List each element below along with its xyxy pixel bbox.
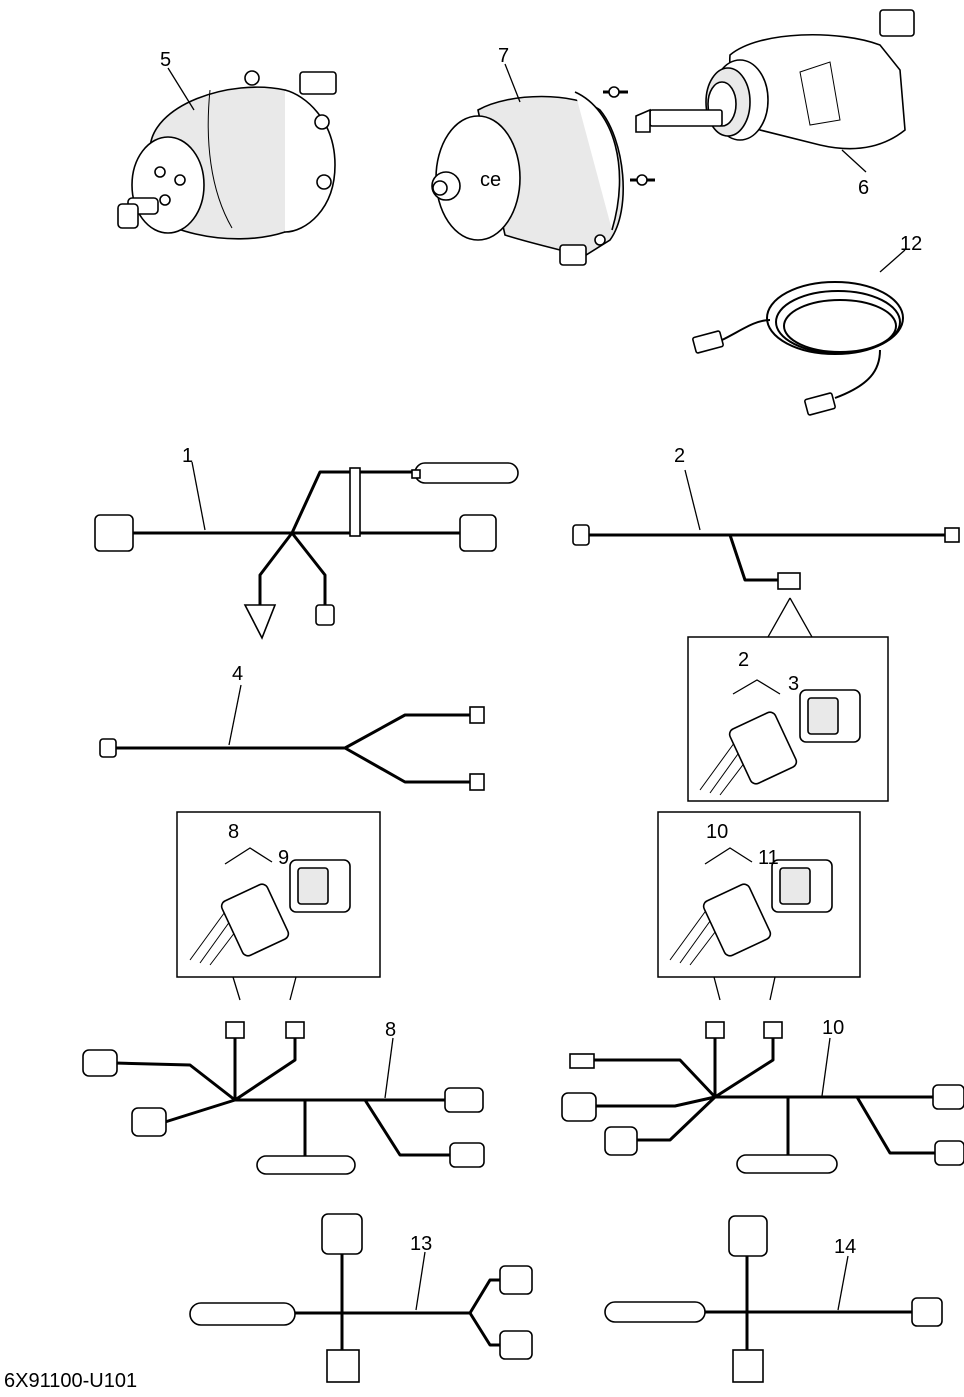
part-10-harness: 10 xyxy=(561,1017,964,1174)
svg-text:ce: ce xyxy=(480,169,501,191)
detail-b-connector-8-9: 8 9 xyxy=(176,811,381,1001)
detail-c-label-11: 11 xyxy=(758,847,779,869)
part-5-helm-pump: 5 xyxy=(117,49,337,240)
part-14-harness: 14 xyxy=(604,1215,943,1383)
label-13: 13 xyxy=(410,1233,432,1255)
detail-a-label-2: 2 xyxy=(738,649,749,671)
label-4: 4 xyxy=(232,663,243,685)
part-12-cable: 12 xyxy=(692,233,922,416)
part-6-steering-sensor: 6 xyxy=(635,9,915,199)
label-6: 6 xyxy=(858,177,869,199)
label-12: 12 xyxy=(900,233,922,255)
diagram-code: 6X91100-U101 xyxy=(4,1370,138,1392)
label-5: 5 xyxy=(160,49,171,71)
detail-a-label-3: 3 xyxy=(788,673,799,695)
label-2: 2 xyxy=(674,445,685,467)
detail-b-label-9: 9 xyxy=(278,847,289,869)
detail-b-label-8: 8 xyxy=(228,821,239,843)
label-10: 10 xyxy=(822,1017,844,1039)
part-13-harness: 13 xyxy=(189,1213,533,1383)
label-1: 1 xyxy=(182,445,193,467)
detail-a-connector-2-3: 2 3 xyxy=(687,597,889,802)
label-8: 8 xyxy=(385,1019,396,1041)
part-7-steering-motor: ce 7 xyxy=(431,45,655,266)
part-4-harness: 4 xyxy=(99,663,485,791)
part-8-harness: 8 xyxy=(82,1019,485,1175)
detail-c-label-10: 10 xyxy=(706,821,728,843)
detail-c-connector-10-11: 10 11 xyxy=(657,811,861,1001)
label-14: 14 xyxy=(834,1236,856,1258)
part-1-harness: 1 xyxy=(94,445,519,640)
part-2-harness: 2 xyxy=(572,445,960,590)
label-7: 7 xyxy=(498,45,509,67)
